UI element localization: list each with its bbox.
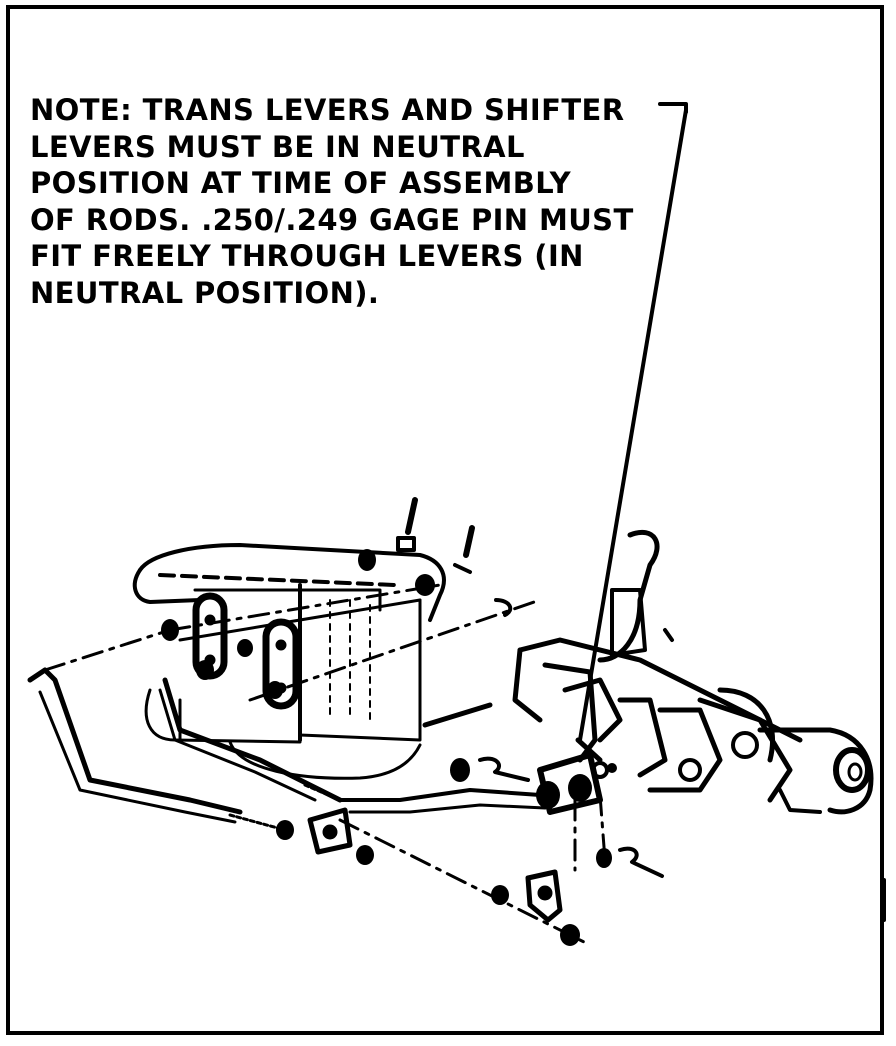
note-line-3: POSITION AT TIME OF ASSEMBLY [30,166,571,200]
note-leader-line [578,102,688,742]
note-line-2: LEVERS MUST BE IN NEUTRAL [30,129,525,164]
centerline [43,583,607,947]
gage-pin-icon [575,737,603,763]
assembly-note: NOTE: TRANS LEVERS AND SHIFTER LEVERS MU… [30,92,670,311]
washer-icon [161,549,612,946]
transmission-housing-icon [132,543,446,780]
shift-rod-icon [27,667,547,832]
note-line-5: FIT FREELY THROUGH LEVERS (IN [30,239,584,273]
diagram-border [6,5,884,1035]
note-line-6: NEUTRAL POSITION). [30,275,380,310]
note-line-1: NOTE: TRANS LEVERS AND SHIFTER [30,93,625,127]
lever-bracket-icon [307,807,563,923]
shifter-lever-icon [536,752,617,815]
retainer-clip-icon [396,497,664,878]
shifter-assembly-icon [512,529,874,815]
note-line-4: OF RODS. .250/.249 GAGE PIN MUST [30,202,634,237]
